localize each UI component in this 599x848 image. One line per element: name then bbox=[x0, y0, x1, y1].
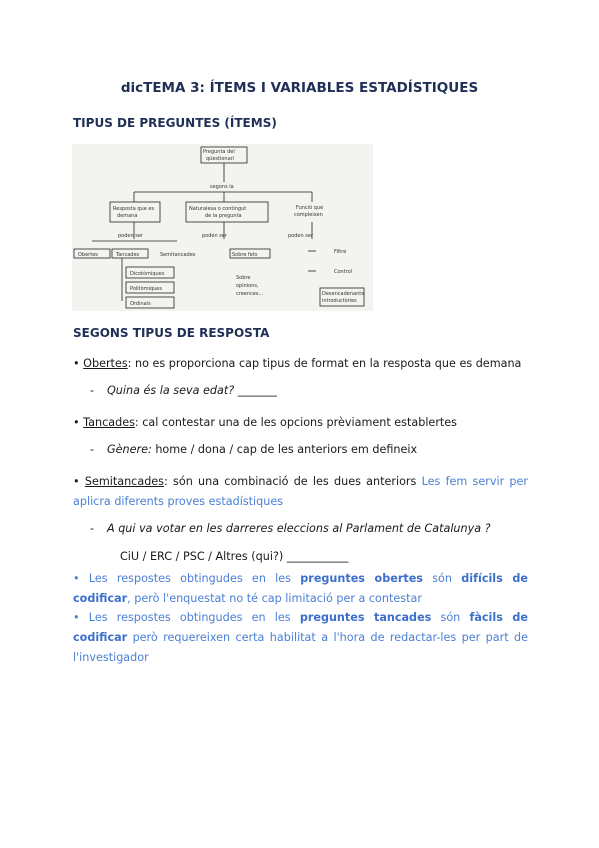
svg-text:Ordinals: Ordinals bbox=[130, 301, 151, 307]
svg-text:Dicotòmiques: Dicotòmiques bbox=[130, 270, 165, 277]
svg-text:Pregunta del: Pregunta del bbox=[203, 149, 235, 155]
desc-obertes: : no es proporciona cap tipus de format … bbox=[127, 357, 522, 370]
diagram-box-politomiques bbox=[125, 281, 175, 294]
diagram-box-obertes bbox=[73, 248, 111, 259]
dash: - bbox=[90, 522, 95, 535]
note-tancades: • Les respostes obtingudes en les pregun… bbox=[73, 608, 528, 668]
diagram-box-naturalesa bbox=[185, 201, 269, 223]
bullet: • bbox=[73, 416, 80, 429]
bullet: • bbox=[73, 357, 80, 370]
svg-text:Obertes: Obertes bbox=[78, 252, 98, 258]
term-semitancades: Semitancades bbox=[84, 475, 165, 488]
svg-text:qüestionari: qüestionari bbox=[206, 156, 234, 162]
desc-tancades: : cal contestar una de les opcions prèvi… bbox=[134, 416, 458, 429]
svg-text:creences...: creences... bbox=[236, 291, 264, 297]
example-tancades-label: Gènere: bbox=[107, 443, 152, 456]
svg-text:Sobre fets: Sobre fets bbox=[232, 252, 258, 258]
example-semitancades-options: CiU / ERC / PSC / Altres (qui?) ________… bbox=[120, 550, 349, 563]
diagram-box-fets bbox=[229, 248, 271, 259]
section-heading-items: TIPUS DE PREGUNTES (ÍTEMS) bbox=[73, 116, 277, 130]
question-types-diagram: Pregunta del qüestionari segons la Respo… bbox=[72, 144, 373, 311]
note-text: • Les respostes obtingudes en les bbox=[73, 611, 300, 624]
note-highlight: fàcils de codificar bbox=[73, 611, 528, 644]
note-obertes: • Les respostes obtingudes en les pregun… bbox=[73, 569, 528, 609]
document-title: dicTEMA 3: ÍTEMS I VARIABLES ESTADÍSTIQU… bbox=[120, 80, 479, 96]
diagram-box-dicotomiques bbox=[125, 266, 175, 279]
bullet: • bbox=[73, 475, 80, 488]
svg-text:Sobre: Sobre bbox=[236, 275, 250, 281]
diagram-box-resposta bbox=[109, 201, 161, 223]
svg-text:Control: Control bbox=[334, 269, 352, 275]
svg-text:Politòmiques: Politòmiques bbox=[130, 285, 162, 292]
example-obertes-question: Quina és la seva edat? bbox=[107, 384, 235, 397]
item-tancades: • Tancades: cal contestar una de les opc… bbox=[73, 413, 528, 433]
diagram-svg: Pregunta del qüestionari segons la Respo… bbox=[73, 146, 365, 309]
svg-text:Filtre: Filtre bbox=[334, 249, 346, 255]
dash: - bbox=[90, 443, 95, 456]
item-obertes: • Obertes: no es proporciona cap tipus d… bbox=[73, 354, 528, 374]
note-text: , però l'enquestat no té cap limitació p… bbox=[127, 592, 422, 605]
note-text: són bbox=[431, 611, 470, 624]
svg-text:Desencadenants: Desencadenants bbox=[322, 291, 364, 297]
example-obertes-blank: _______ bbox=[234, 384, 277, 397]
note-text: són bbox=[422, 572, 462, 585]
diagram-box-desencadenants bbox=[319, 287, 365, 307]
dash: - bbox=[90, 384, 95, 397]
note-text: • Les respostes obtingudes en les bbox=[73, 572, 301, 585]
term-obertes: Obertes bbox=[83, 357, 128, 370]
term-tancades: Tancades bbox=[83, 416, 135, 429]
section-heading-resposta: SEGONS TIPUS DE RESPOSTA bbox=[73, 326, 270, 340]
svg-text:Tancades: Tancades bbox=[115, 252, 140, 258]
svg-text:Resposta que es: Resposta que es bbox=[113, 206, 154, 212]
svg-text:introductòries: introductòries bbox=[322, 297, 357, 304]
example-semitancades: A qui va votar en les darreres eleccions… bbox=[107, 522, 491, 535]
svg-text:poden ser: poden ser bbox=[202, 233, 228, 239]
item-semitancades: • Semitancades: són una combinació de le… bbox=[73, 472, 528, 512]
example-semitancades-question: A qui va votar en les darreres eleccions… bbox=[107, 522, 491, 535]
note-text: però requereixen certa habilitat a l'hor… bbox=[73, 631, 528, 664]
note-highlight: preguntes tancades bbox=[299, 611, 432, 624]
example-obertes: Quina és la seva edat? _______ bbox=[107, 384, 277, 397]
svg-text:Naturalesa o contingut: Naturalesa o contingut bbox=[189, 206, 246, 212]
svg-text:Funció que: Funció que bbox=[296, 204, 323, 211]
note-semitancades: Les fem servir per aplicra diferents pro… bbox=[73, 475, 529, 508]
note-highlight: difícils de codificar bbox=[73, 572, 528, 605]
svg-text:poden ser: poden ser bbox=[288, 233, 314, 239]
svg-text:opinions,: opinions, bbox=[236, 283, 259, 289]
svg-text:de la pregunta: de la pregunta bbox=[205, 213, 242, 219]
svg-text:demana: demana bbox=[117, 213, 137, 219]
svg-text:poden ser: poden ser bbox=[118, 233, 144, 239]
example-tancades: Gènere: home / dona / cap de les anterio… bbox=[107, 443, 417, 456]
diagram-box-tancades bbox=[111, 248, 149, 259]
svg-text:Semitancades: Semitancades bbox=[160, 252, 196, 258]
svg-text:segons la: segons la bbox=[210, 184, 234, 190]
desc-semitancades: : són una combinació de les dues anterio… bbox=[164, 475, 422, 488]
note-highlight: preguntes obertes bbox=[300, 572, 423, 585]
example-tancades-options: home / dona / cap de les anteriors em de… bbox=[151, 443, 418, 456]
svg-text:compleixen: compleixen bbox=[294, 212, 323, 218]
diagram-box-ordinals bbox=[125, 296, 175, 309]
